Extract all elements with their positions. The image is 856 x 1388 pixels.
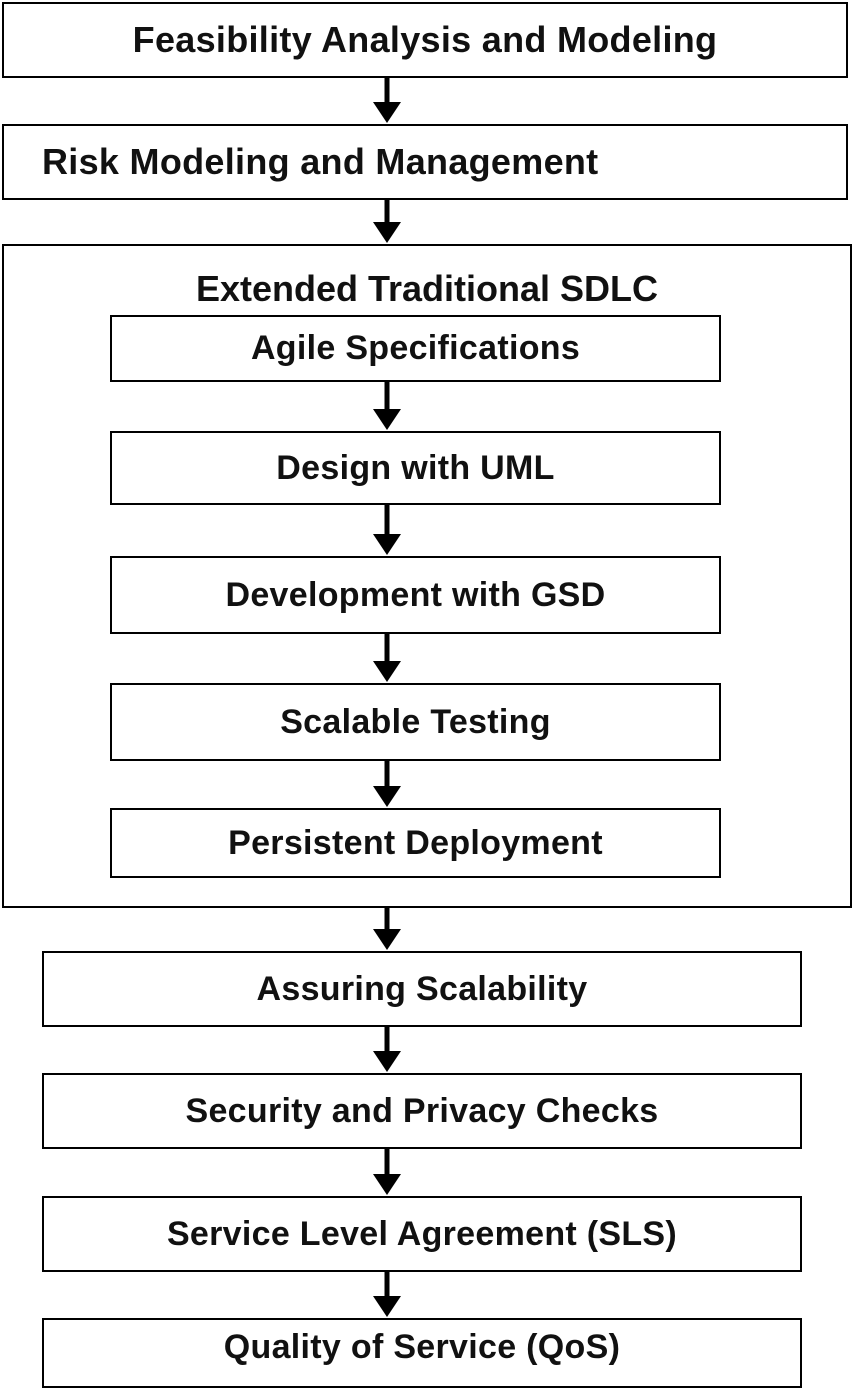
down-arrow-icon [369,382,405,431]
phase-development-gsd: Development with GSD [110,556,721,634]
down-arrow-icon [369,505,405,556]
down-arrow-icon [369,1149,405,1196]
down-arrow-icon [369,1027,405,1073]
step-security-privacy: Security and Privacy Checks [42,1073,802,1149]
phase-persistent-deployment: Persistent Deployment [110,808,721,878]
step-service-level-agreement: Service Level Agreement (SLS) [42,1196,802,1272]
phase-agile-specifications: Agile Specifications [110,315,721,382]
step-risk-modeling: Risk Modeling and Management [2,124,848,200]
down-arrow-icon [369,200,405,244]
down-arrow-icon [369,78,405,124]
down-arrow-icon [369,908,405,951]
sdlc-title: Extended Traditional SDLC [195,268,659,309]
down-arrow-icon [369,1272,405,1318]
phase-design-uml: Design with UML [110,431,721,505]
down-arrow-icon [369,761,405,808]
down-arrow-icon [369,634,405,683]
step-quality-of-service: Quality of Service (QoS) [42,1318,802,1388]
phase-scalable-testing: Scalable Testing [110,683,721,761]
step-assuring-scalability: Assuring Scalability [42,951,802,1027]
step-feasibility-analysis: Feasibility Analysis and Modeling [2,2,848,78]
